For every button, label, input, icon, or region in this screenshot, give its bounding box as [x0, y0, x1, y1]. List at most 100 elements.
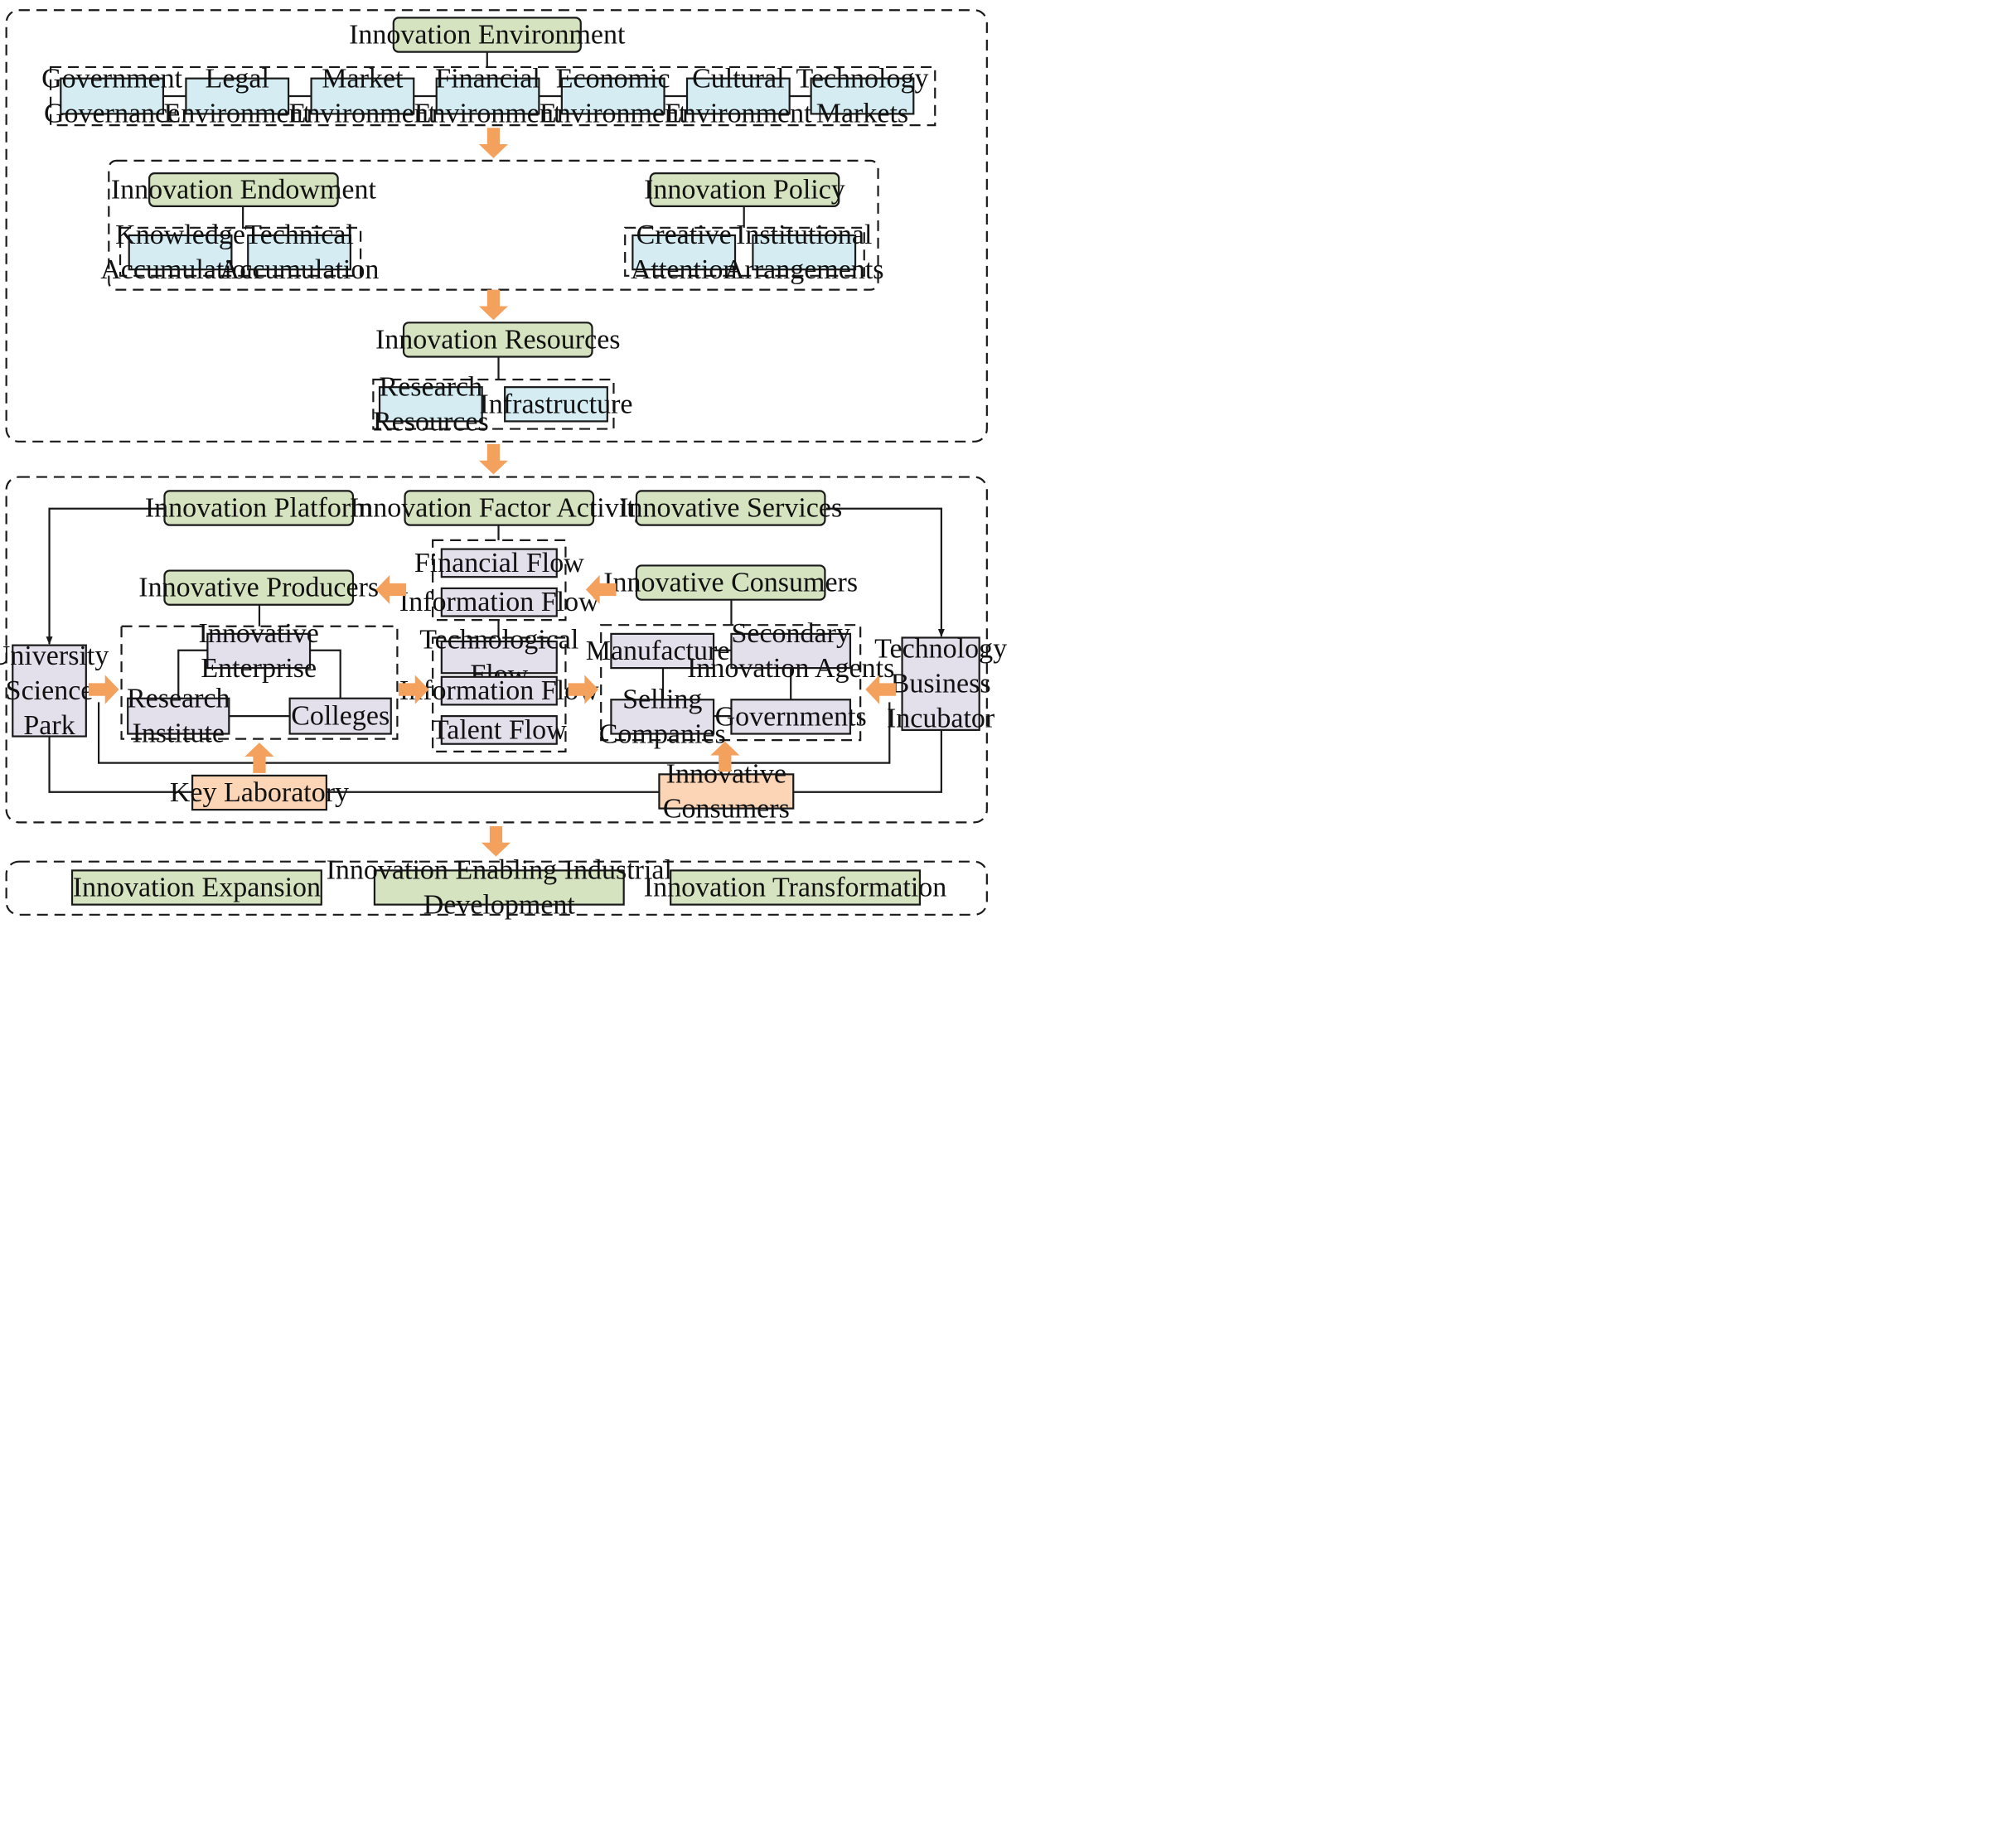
- innovation-endowment-title: Innovation Endowment: [111, 172, 377, 207]
- economic-environment-box-label: Economic: [556, 64, 670, 94]
- innovation-resources-title: Innovation Resources: [375, 322, 621, 358]
- manufacturer-box-frame: [610, 632, 715, 670]
- research-resources-box-label: Research: [380, 371, 483, 402]
- information-flow-bottom-box: Information Flow: [399, 675, 599, 706]
- flow-arrow-flows-to-consumers: [568, 675, 599, 704]
- government-governance-box-label: Governance: [44, 99, 180, 129]
- resources-items-frame: [372, 378, 615, 430]
- innovative-enterprise-box-label: Enterprise: [201, 653, 317, 684]
- flow-arrow-university-to-producers: [88, 675, 119, 704]
- selling-companies-box-frame: [610, 699, 715, 735]
- talent-flow-box-frame: [440, 715, 558, 745]
- financial-environment-box-label: Environment: [414, 99, 562, 129]
- secondary-innovation-agents-box-label: Innovation Agents: [687, 653, 894, 684]
- technical-accumulation-box-frame: [247, 234, 352, 271]
- flow-arrow-environment-to-endowment: [478, 128, 508, 158]
- creative-attention-box-label: Creative: [636, 220, 732, 250]
- flow-arrow-endowment-to-resources: [478, 289, 508, 321]
- research-institute-box-label: Institute: [133, 718, 225, 749]
- connector-services-to-incubator: [825, 507, 945, 637]
- key-laboratory-box-label: Key Laboratory: [170, 777, 349, 808]
- policy-items-frame: [624, 226, 865, 277]
- connector-platform-to-university: [46, 507, 165, 646]
- innovation-enabling-industrial-development-box-frame: [373, 869, 625, 906]
- flows-bottom-frame: [432, 636, 567, 752]
- innovative-consumers-title: Innovative Consumers: [603, 564, 858, 601]
- innovation-platform-title-label: Innovation Platform: [145, 492, 373, 523]
- information-flow-top-box: Information Flow: [399, 587, 599, 617]
- innovative-enterprise-box-label: Innovative: [199, 618, 319, 649]
- infrastructure-box: Infrastructure: [479, 386, 633, 423]
- technological-flow-box-frame: [440, 640, 558, 675]
- innovation-enabling-industrial-development-box-label: Innovation Enabling Industrial: [327, 854, 672, 885]
- infrastructure-box-frame: [504, 386, 608, 423]
- innovation-factor-activity-title-label: Innovation Factor Activity: [350, 492, 649, 523]
- flow-arrow-incubator-to-consumers: [865, 675, 896, 704]
- governments-box: Governments: [715, 699, 867, 735]
- talent-flow-box-label: Talent Flow: [432, 714, 567, 745]
- technology-markets-box-frame: [810, 77, 915, 115]
- innovation-platform-title: Innovation Platform: [145, 490, 373, 526]
- environment-factors-frame: [49, 65, 936, 127]
- knowledge-accumulation-box-frame: [128, 234, 233, 271]
- institutional-arrangements-box-label: Arrangements: [724, 254, 884, 285]
- information-flow-top-box-frame: [440, 587, 558, 617]
- technology-markets-box-label: Technology: [796, 64, 928, 94]
- key-laboratory-box: Key Laboratory: [170, 774, 349, 811]
- innovation-transformation-box-frame: [670, 869, 922, 906]
- research-resources-box-label: Resources: [373, 406, 489, 437]
- manufacturer-box: Manufacturer: [586, 632, 739, 670]
- innovation-endowment-title-label: Innovation Endowment: [111, 175, 377, 206]
- flow-arrow-producers-to-flows: [398, 675, 429, 704]
- innovation-enabling-industrial-development-box-label: Development: [423, 889, 576, 920]
- innovative-services-title-label: Innovative Services: [619, 492, 842, 523]
- financial-flow-box-label: Financial Flow: [414, 548, 584, 578]
- institutional-arrangements-box-frame: [752, 234, 857, 271]
- innovation-policy-title-label: Innovation Policy: [644, 175, 845, 206]
- technical-accumulation-box-label: Technical: [244, 220, 354, 250]
- colleges-box-label: Colleges: [291, 701, 390, 732]
- flow-arrow-consumersbox-to-consumers: [710, 741, 740, 772]
- financial-flow-box-frame: [440, 548, 558, 578]
- connector-consumersbox-to-incubator: [793, 728, 942, 793]
- legal-environment-box-label: Environment: [163, 99, 311, 129]
- innovation-transformation-box: Innovation Transformation: [644, 869, 946, 906]
- flow-arrow-flows-to-producers: [375, 574, 407, 605]
- cultural-environment-box-label: Environment: [665, 99, 812, 129]
- innovative-consumers-title-label: Innovative Consumers: [603, 568, 858, 598]
- flow-arrow-activity-to-outcomes: [481, 825, 511, 857]
- government-governance-box-frame: [60, 77, 165, 115]
- colleges-box: Colleges: [288, 697, 392, 735]
- innovative-consumers-box-label: Consumers: [663, 793, 790, 824]
- technology-business-incubator-box-label: Incubator: [887, 704, 995, 734]
- connector-enterprise-colleges: [310, 649, 341, 699]
- key-laboratory-box-frame: [191, 774, 327, 811]
- financial-environment-box-frame: [435, 77, 540, 115]
- university-science-park-box-label: University: [0, 641, 109, 671]
- selling-companies-box-label: Companies: [599, 718, 726, 749]
- selling-companies-box-label: Selling: [622, 684, 702, 714]
- innovation-platform-title-frame: [163, 490, 355, 526]
- outcomes-section-frame: [5, 860, 988, 916]
- innovative-enterprise-box-frame: [206, 632, 312, 670]
- talent-flow-box: Talent Flow: [432, 714, 567, 745]
- financial-environment-box-label: Financial: [435, 64, 540, 94]
- secondary-innovation-agents-box-label: Secondary: [731, 618, 850, 649]
- knowledge-accumulation-box-label: Knowledge: [115, 220, 245, 250]
- market-environment-box-label: Market: [322, 64, 404, 94]
- legal-environment-box-frame: [185, 77, 290, 115]
